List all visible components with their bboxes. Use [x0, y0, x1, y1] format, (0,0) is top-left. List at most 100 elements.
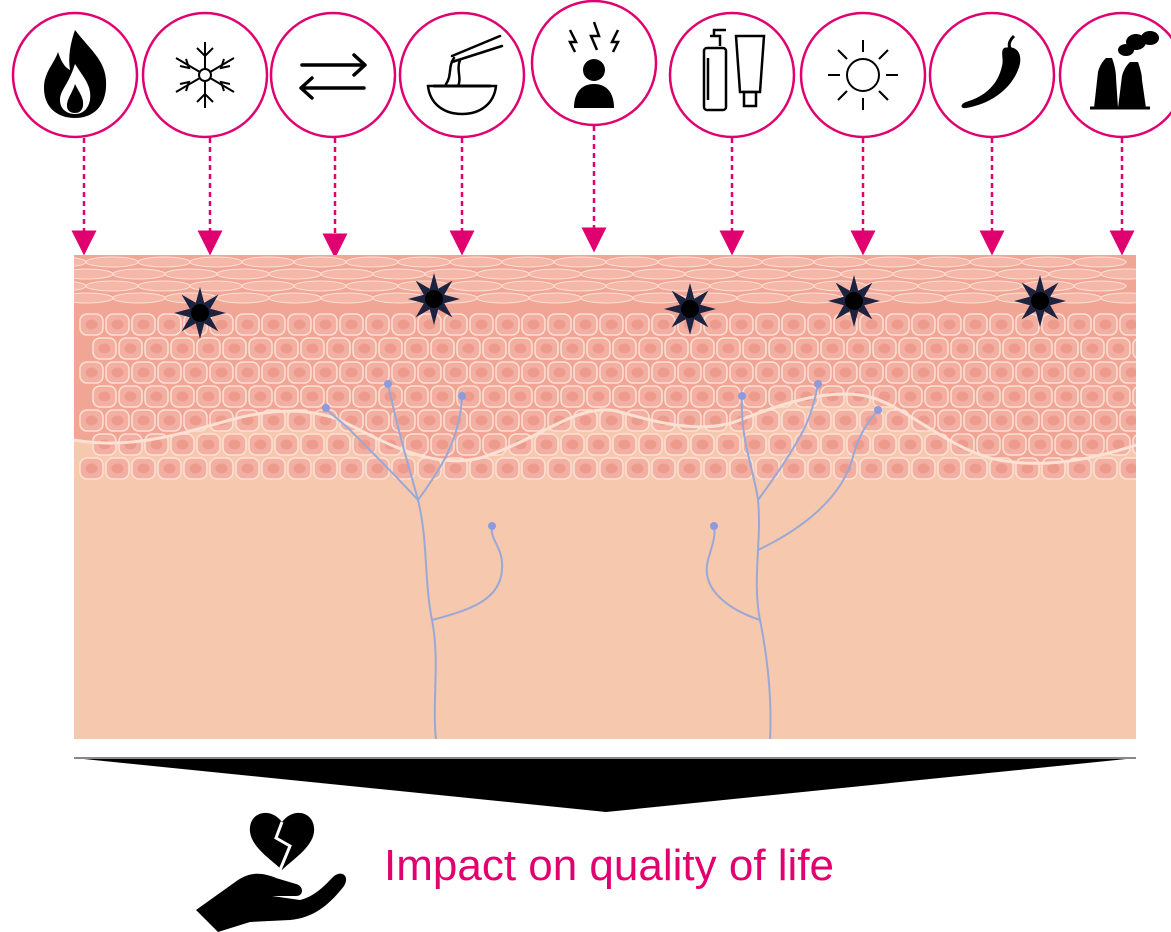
flattened-cell	[737, 269, 789, 279]
cell-nucleus	[294, 320, 306, 330]
cell-nucleus	[684, 368, 696, 378]
cell-nucleus	[645, 440, 657, 450]
cell-nucleus	[398, 368, 410, 378]
flattened-cell	[450, 281, 502, 291]
cell-nucleus	[1126, 464, 1138, 474]
cell-nucleus	[801, 344, 813, 354]
cell-nucleus	[1022, 368, 1034, 378]
cell-nucleus	[892, 464, 904, 474]
cell-nucleus	[710, 368, 722, 378]
cell-nucleus	[983, 344, 995, 354]
cell-nucleus	[554, 464, 566, 474]
flattened-cell	[581, 269, 633, 279]
cell-nucleus	[1061, 344, 1073, 354]
cell-nucleus	[1087, 344, 1099, 354]
cell-nucleus	[1009, 344, 1021, 354]
cell-nucleus	[190, 416, 202, 426]
cell-nucleus	[723, 392, 735, 402]
flattened-cell	[762, 257, 814, 267]
cell-nucleus	[125, 344, 137, 354]
flattened-cell	[86, 257, 138, 267]
irritation-star	[828, 275, 880, 327]
cell-nucleus	[151, 440, 163, 450]
cell-nucleus	[320, 320, 332, 330]
cell-nucleus	[788, 320, 800, 330]
cell-nucleus	[138, 368, 150, 378]
cell-nucleus	[476, 320, 488, 330]
cell-nucleus	[931, 392, 943, 402]
flattened-cell	[658, 257, 710, 267]
cell-nucleus	[268, 464, 280, 474]
cell-nucleus	[1009, 392, 1021, 402]
cell-nucleus	[502, 368, 514, 378]
cell-nucleus	[112, 320, 124, 330]
cell-nucleus	[372, 416, 384, 426]
flattened-cell	[502, 281, 554, 291]
cell-nucleus	[1074, 368, 1086, 378]
flattened-cell	[425, 269, 477, 279]
cell-nucleus	[1022, 320, 1034, 330]
cell-nucleus	[1035, 440, 1047, 450]
cell-nucleus	[671, 440, 683, 450]
cell-nucleus	[814, 416, 826, 426]
cell-nucleus	[788, 368, 800, 378]
cell-nucleus	[593, 440, 605, 450]
snowflake-icon	[143, 13, 267, 137]
cell-nucleus	[775, 440, 787, 450]
cell-nucleus	[580, 320, 592, 330]
cell-nucleus	[827, 440, 839, 450]
cell-nucleus	[99, 392, 111, 402]
cell-nucleus	[788, 416, 800, 426]
flattened-cell	[346, 281, 398, 291]
cell-nucleus	[1113, 344, 1125, 354]
cell-nucleus	[619, 440, 631, 450]
flattened-cell	[997, 269, 1049, 279]
sun-icon	[801, 13, 925, 137]
flattened-cell	[138, 257, 190, 267]
cell-nucleus	[86, 368, 98, 378]
cell-nucleus	[138, 416, 150, 426]
cell-nucleus	[580, 464, 592, 474]
flattened-cell	[918, 281, 970, 291]
flattened-cell	[1074, 257, 1126, 267]
cell-nucleus	[723, 440, 735, 450]
cell-nucleus	[697, 440, 709, 450]
cell-nucleus	[580, 416, 592, 426]
flattened-cell	[113, 269, 165, 279]
cell-nucleus	[697, 392, 709, 402]
cell-nucleus	[658, 464, 670, 474]
cell-nucleus	[1022, 416, 1034, 426]
cell-nucleus	[385, 344, 397, 354]
flattened-cell	[762, 281, 814, 291]
cell-nucleus	[294, 368, 306, 378]
cell-nucleus	[840, 416, 852, 426]
cell-nucleus	[320, 464, 332, 474]
pollution-factory-icon	[1060, 13, 1171, 137]
flattened-cell	[294, 257, 346, 267]
cell-nucleus	[918, 320, 930, 330]
cell-nucleus	[879, 344, 891, 354]
flattened-cell	[685, 269, 737, 279]
cell-nucleus	[970, 464, 982, 474]
cell-nucleus	[528, 464, 540, 474]
cell-nucleus	[450, 464, 462, 474]
cell-nucleus	[996, 464, 1008, 474]
cell-nucleus	[567, 440, 579, 450]
flattened-cell	[606, 257, 658, 267]
cell-nucleus	[346, 320, 358, 330]
chili-pepper-icon	[930, 13, 1054, 137]
cell-nucleus	[996, 320, 1008, 330]
cell-nucleus	[450, 368, 462, 378]
cell-nucleus	[762, 320, 774, 330]
cell-nucleus	[99, 344, 111, 354]
cell-nucleus	[658, 320, 670, 330]
cell-nucleus	[398, 416, 410, 426]
cell-nucleus	[905, 344, 917, 354]
flattened-cell	[165, 269, 217, 279]
cell-nucleus	[372, 464, 384, 474]
cell-nucleus	[255, 344, 267, 354]
broken-heart-hand-icon	[196, 813, 346, 932]
flattened-cell	[1049, 269, 1101, 279]
flattened-cell	[346, 257, 398, 267]
cell-nucleus	[658, 368, 670, 378]
